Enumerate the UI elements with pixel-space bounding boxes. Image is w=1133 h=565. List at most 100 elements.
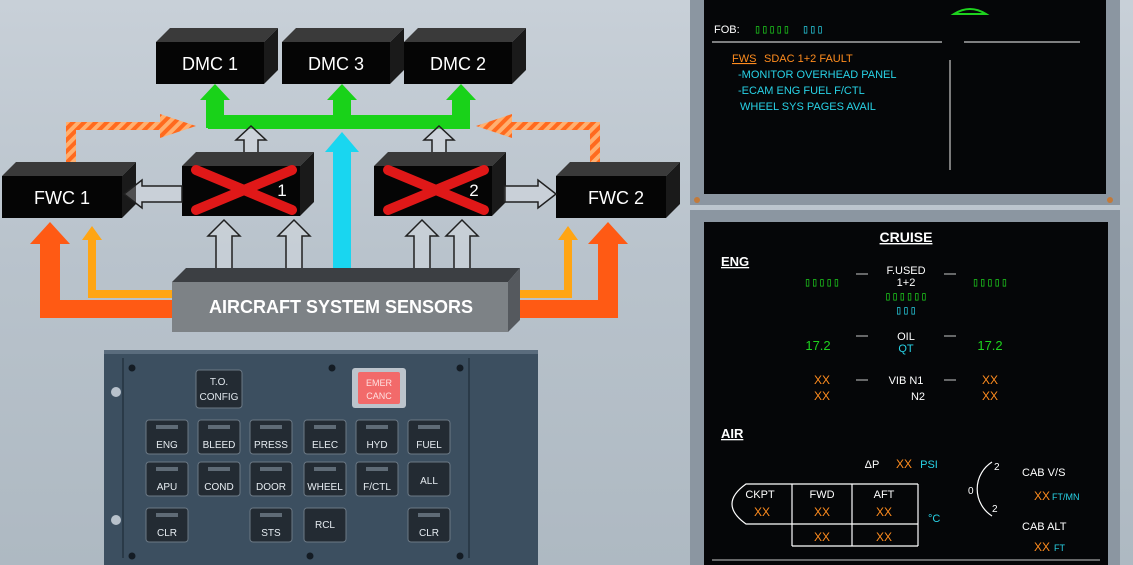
to-config-label-1: T.O. xyxy=(210,377,228,388)
gauge-tick-bottom: 2 xyxy=(992,504,998,515)
page-buttons-row-2: APU COND DOOR WHEEL F/CTL xyxy=(145,461,451,497)
clr-left-button[interactable]: CLR xyxy=(145,507,189,543)
fob-label: FOB: xyxy=(714,24,740,36)
bleed-button-label: BLEED xyxy=(203,440,236,451)
cab-vs-gauge: 2 0 2 xyxy=(968,461,1000,517)
elec-button-label: ELEC xyxy=(312,440,338,451)
cond-page-button[interactable]: COND xyxy=(197,461,241,497)
fwc-2-label: FWC 2 xyxy=(588,188,644,208)
panel-screw xyxy=(128,364,136,372)
emer-canc-label-2: CANC xyxy=(366,391,392,401)
dmc-green-bus xyxy=(200,84,476,129)
vib-n2-right-value: XX xyxy=(982,389,998,403)
vib-n1-right-value: XX xyxy=(982,373,998,387)
slat-flap-indicator xyxy=(950,8,990,15)
zone-aft-temp: XX xyxy=(876,505,892,519)
cab-vs-value: XX xyxy=(1034,489,1050,503)
procedure-line-1: -MONITOR OVERHEAD PANEL xyxy=(738,69,897,81)
sdac-2-box-failed: 2 xyxy=(374,152,506,216)
sts-button[interactable]: STS xyxy=(249,507,293,543)
to-config-label-2: CONFIG xyxy=(200,392,239,403)
bleed-page-button[interactable]: BLEED xyxy=(197,419,241,455)
vib-n2-left-value: XX xyxy=(814,389,830,403)
panel-screw xyxy=(328,364,336,372)
fctl-page-button[interactable]: F/CTL xyxy=(355,461,399,497)
sdac-2-label: 2 xyxy=(469,181,478,200)
fwc-1-box: FWC 1 xyxy=(2,162,136,218)
emer-canc-label-1: EMER xyxy=(366,378,393,388)
dmc-2-box: DMC 2 xyxy=(404,28,526,84)
clr-right-button[interactable]: CLR xyxy=(407,507,451,543)
display-screw xyxy=(694,197,700,203)
delta-p-label: ΔP xyxy=(865,459,880,471)
cab-vs-label: CAB V/S xyxy=(1022,467,1065,479)
sdac2-to-fwc2-arrow xyxy=(503,178,558,210)
fob-unit: ▯▯▯ xyxy=(802,23,824,37)
fob-value: ▯▯▯▯▯ xyxy=(754,23,790,37)
all-button[interactable]: ALL xyxy=(407,461,451,497)
elec-page-button[interactable]: ELEC xyxy=(303,419,347,455)
display-screw xyxy=(1107,197,1113,203)
cab-vs-unit: FT/MN xyxy=(1052,492,1080,502)
sdac-1-box-failed: 1 xyxy=(182,152,314,216)
fuel-page-button[interactable]: FUEL xyxy=(407,419,451,455)
gauge-tick-zero: 0 xyxy=(968,486,974,497)
sensors-to-sdac-arrows xyxy=(206,218,480,277)
rcl-button-label: RCL xyxy=(315,520,335,531)
sdac-2-fault-cross xyxy=(383,165,489,215)
temp-unit: °C xyxy=(928,513,940,525)
apu-button-label: APU xyxy=(157,482,178,493)
cab-alt-unit: FT xyxy=(1054,543,1065,553)
ecam-control-panel: T.O. CONFIG EMER CANC ENG BLEED xyxy=(104,350,538,565)
sensors-to-fwc1-orange-arrow xyxy=(30,222,172,318)
sts-button-label: STS xyxy=(261,528,281,539)
sensors-label: AIRCRAFT SYSTEM SENSORS xyxy=(209,297,473,317)
eng-page-button[interactable]: ENG xyxy=(145,419,189,455)
architecture-diagram: DMC 1 DMC 3 DMC 2 FWC 1 xyxy=(2,28,680,332)
emer-canc-button[interactable]: EMER CANC xyxy=(352,368,406,408)
zone-fwd-temp: XX xyxy=(814,505,830,519)
zone-fwd-duct-temp: XX xyxy=(814,530,830,544)
fused-total-value: ▯▯▯▯▯▯ xyxy=(884,290,927,304)
upper-ecam-display: FOB: ▯▯▯▯▯ ▯▯▯ FWS SDAC 1+2 FAULT -MONIT… xyxy=(690,0,1120,205)
fwc-2-box: FWC 2 xyxy=(556,162,680,218)
oil-label: OIL xyxy=(897,331,915,343)
fused-unit: ▯▯▯ xyxy=(895,304,917,318)
delta-p-unit: PSI xyxy=(920,459,938,471)
cab-alt-value: XX xyxy=(1034,540,1050,554)
dmc-2-label: DMC 2 xyxy=(430,54,486,74)
sdac-1-fault-cross xyxy=(191,165,297,215)
fwc2-to-dmc2-dashed-link xyxy=(476,114,600,166)
panel-screw xyxy=(306,552,314,560)
zone-ckpt-label: CKPT xyxy=(745,489,775,501)
delta-p-value: XX xyxy=(896,457,912,471)
press-button-label: PRESS xyxy=(254,440,288,451)
fctl-button-label: F/CTL xyxy=(363,482,391,493)
panel-screw xyxy=(111,387,121,397)
vib-n1-label: VIB N1 xyxy=(889,375,924,387)
rcl-button[interactable]: RCL xyxy=(303,507,347,543)
oil-unit: QT xyxy=(898,343,914,355)
to-config-button[interactable]: T.O. CONFIG xyxy=(195,369,243,409)
sdac-fault-message: SDAC 1+2 FAULT xyxy=(764,53,853,65)
apu-page-button[interactable]: APU xyxy=(145,461,189,497)
dmc-3-label: DMC 3 xyxy=(308,54,364,74)
page-buttons-row-1: ENG BLEED PRESS ELEC HYD xyxy=(145,419,451,455)
hyd-page-button[interactable]: HYD xyxy=(355,419,399,455)
panel-screw xyxy=(456,552,464,560)
fused-left-value: ▯▯▯▯▯ xyxy=(804,276,840,290)
zone-fwd-label: FWD xyxy=(809,489,834,501)
door-page-button[interactable]: DOOR xyxy=(249,461,293,497)
oil-right-value: 17.2 xyxy=(977,338,1002,353)
press-page-button[interactable]: PRESS xyxy=(249,419,293,455)
fused-label-1: F.USED xyxy=(886,265,925,277)
oil-left-value: 17.2 xyxy=(805,338,830,353)
fused-label-2: 1+2 xyxy=(897,277,916,289)
sensors-to-fwc2-orange-arrow xyxy=(508,222,628,318)
clr-right-label: CLR xyxy=(419,528,439,539)
sdac-1-label: 1 xyxy=(277,181,286,200)
cond-button-label: COND xyxy=(204,482,233,493)
eng-button-label: ENG xyxy=(156,440,178,451)
wheel-page-button[interactable]: WHEEL xyxy=(303,461,347,497)
